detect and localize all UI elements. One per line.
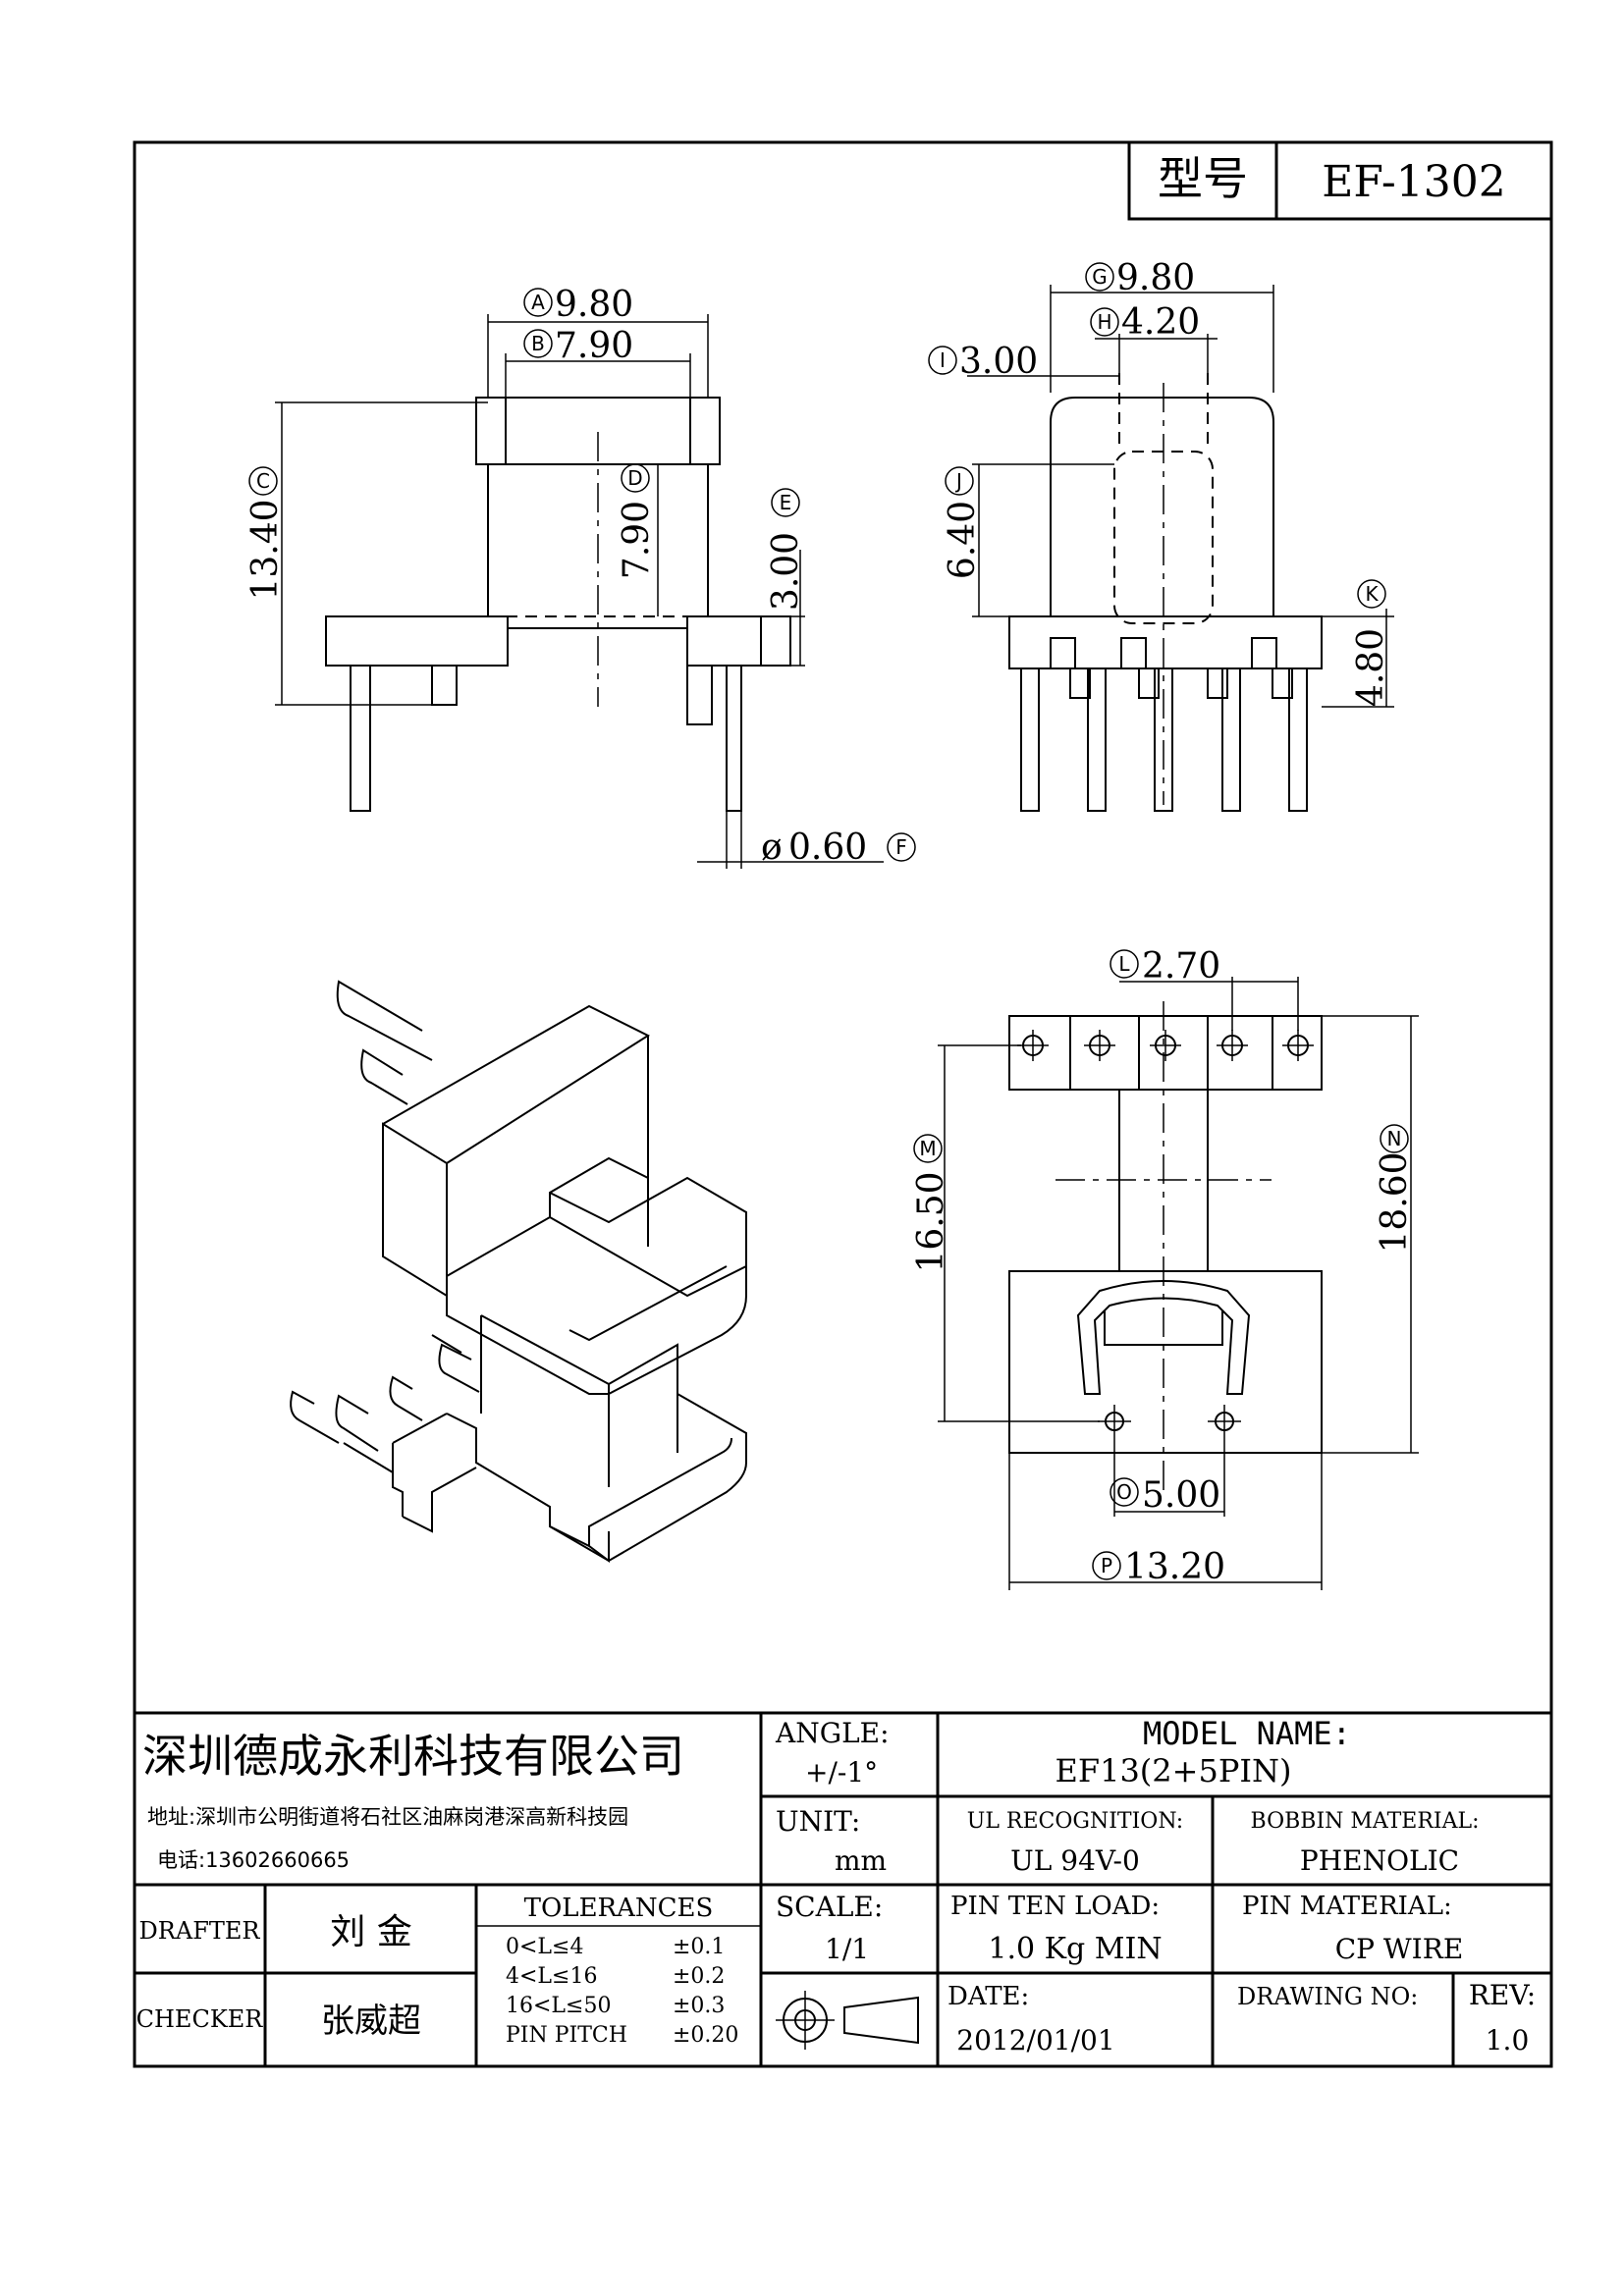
- isometric-view: [290, 980, 747, 1563]
- rev-label: REV:: [1469, 1979, 1536, 2011]
- dim-h: 4.20: [1121, 302, 1200, 343]
- dim-b: 7.90: [555, 326, 633, 366]
- svg-text:N: N: [1387, 1127, 1402, 1150]
- angle-value: +/-1°: [805, 1756, 878, 1789]
- checker-label: CHECKER: [136, 2005, 264, 2033]
- rev-value: 1.0: [1486, 2024, 1530, 2056]
- drawing-border: [133, 140, 1553, 2068]
- tolerance-range: 4<L≤16: [506, 1964, 597, 1989]
- tolerance-range: 0<L≤4: [506, 1935, 583, 1959]
- svg-text:I: I: [940, 348, 946, 372]
- svg-text:D: D: [627, 466, 642, 490]
- pin-material-value: CP WIRE: [1335, 1933, 1464, 1965]
- pin-material-label: PIN MATERIAL:: [1242, 1892, 1452, 1921]
- date-label: DATE:: [947, 1982, 1029, 2011]
- model-name-label: MODEL NAME:: [1143, 1715, 1351, 1752]
- bobbin-material-label: BOBBIN MATERIAL:: [1251, 1809, 1480, 1834]
- ul-label: UL RECOGNITION:: [967, 1809, 1183, 1834]
- projection-symbol-icon: [776, 1991, 919, 2050]
- tolerance-value: ±0.20: [673, 2023, 738, 2048]
- bobbin-material-value: PHENOLIC: [1300, 1844, 1459, 1877]
- dim-c: 13.40: [245, 499, 286, 600]
- angle-label: ANGLE:: [775, 1717, 890, 1749]
- dim-g: 9.80: [1116, 258, 1195, 298]
- side-view: G 9.80 H 4.20 I 3.00 J 6.40 K 4.80: [928, 258, 1394, 812]
- svg-text:F: F: [895, 835, 907, 859]
- model-number: EF-1302: [1322, 157, 1506, 207]
- front-view: A 9.80 B 7.90 C 13.40 D 7.90 E 3.00 ø 0.…: [245, 285, 916, 869]
- pin-ten-load-value: 1.0 Kg MIN: [988, 1932, 1162, 1966]
- svg-text:O: O: [1116, 1480, 1132, 1504]
- dim-n: 18.60: [1375, 1151, 1415, 1253]
- dim-i: 3.00: [959, 342, 1038, 382]
- svg-text:P: P: [1101, 1554, 1112, 1577]
- tolerance-range: PIN PITCH: [506, 2023, 627, 2048]
- dim-d: 7.90: [617, 501, 657, 579]
- company-address: 地址:深圳市公明街道将石社区油麻岗港深高新科技园: [147, 1805, 628, 1829]
- model-name-value: EF13(2+5PIN): [1056, 1752, 1292, 1789]
- drafter-label: DRAFTER: [139, 1917, 261, 1945]
- date-value: 2012/01/01: [956, 2024, 1114, 2056]
- tolerance-value: ±0.2: [673, 1964, 725, 1989]
- svg-text:C: C: [256, 469, 270, 493]
- svg-text:L: L: [1118, 952, 1130, 976]
- bottom-view: L 2.70 M 16.50 N 18.60 O 5.00 P 13.20: [911, 946, 1419, 1590]
- drawing-no-label: DRAWING NO:: [1237, 1983, 1418, 2010]
- tolerance-value: ±0.1: [673, 1935, 725, 1959]
- title-block: 深圳德成永利科技有限公司 地址:深圳市公明街道将石社区油麻岗港深高新科技园 电话…: [135, 1711, 1551, 2066]
- dim-m: 16.50: [911, 1171, 951, 1272]
- svg-text:K: K: [1365, 582, 1379, 606]
- svg-text:G: G: [1092, 265, 1108, 289]
- svg-text:E: E: [780, 491, 792, 514]
- dim-a: 9.80: [555, 285, 633, 325]
- model-header: 型号 EF-1302: [1127, 140, 1553, 221]
- checker-value: 张威超: [321, 2002, 421, 2041]
- drafter-value: 刘 金: [330, 1912, 411, 1952]
- svg-text:M: M: [919, 1137, 936, 1160]
- scale-label: SCALE:: [776, 1891, 883, 1923]
- scale-value: 1/1: [825, 1933, 869, 1965]
- dim-o: 5.00: [1142, 1475, 1220, 1516]
- svg-text:J: J: [954, 469, 962, 493]
- pin-ten-load-label: PIN TEN LOAD:: [950, 1892, 1160, 1921]
- dim-k: 4.80: [1351, 628, 1391, 707]
- company-phone: 电话:13602660665: [157, 1848, 350, 1872]
- svg-text:B: B: [531, 332, 545, 355]
- dim-j: 6.40: [943, 501, 983, 579]
- dim-p: 13.20: [1124, 1547, 1225, 1587]
- company-name: 深圳德成永利科技有限公司: [142, 1730, 684, 1783]
- dim-f-prefix: ø: [761, 828, 783, 868]
- tolerances-table: 0<L≤4 ±0.1 4<L≤16 ±0.2 16<L≤50 ±0.3 PIN …: [506, 1935, 738, 2048]
- dim-l: 2.70: [1142, 946, 1220, 987]
- pin-holes: [1017, 1030, 1314, 1061]
- model-label: 型号: [1158, 152, 1248, 205]
- tolerance-value: ±0.3: [673, 1994, 725, 2018]
- tolerances-label: TOLERANCES: [524, 1894, 714, 1923]
- dim-e: 3.00: [766, 532, 806, 611]
- dim-f: 0.60: [788, 828, 867, 868]
- svg-text:H: H: [1097, 310, 1111, 334]
- tolerance-range: 16<L≤50: [506, 1994, 611, 2018]
- svg-text:A: A: [531, 291, 545, 314]
- unit-value: mm: [835, 1844, 887, 1877]
- ul-value: UL 94V-0: [1010, 1844, 1140, 1877]
- unit-label: UNIT:: [776, 1805, 860, 1838]
